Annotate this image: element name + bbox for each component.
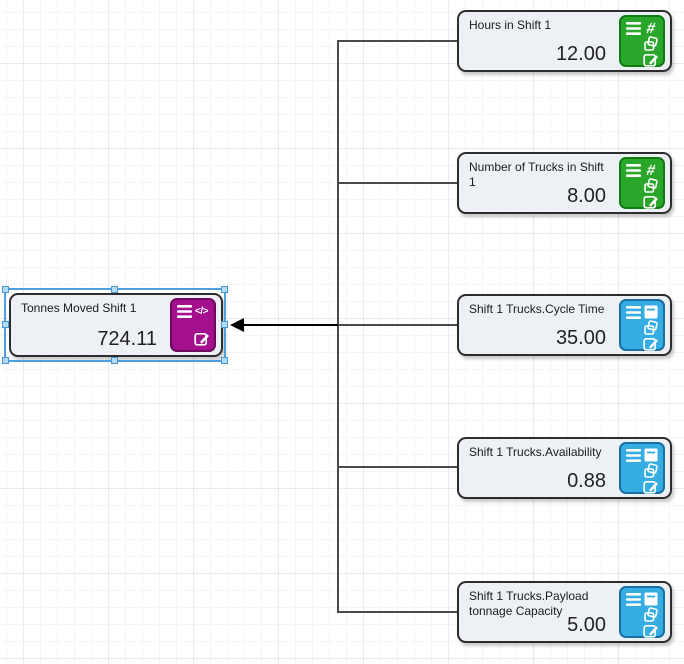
edit-icon[interactable] bbox=[193, 331, 210, 347]
edit-icon[interactable] bbox=[642, 479, 659, 495]
resize-handle[interactable] bbox=[2, 286, 9, 293]
node-shift-1-trucks-cycle-time[interactable]: Shift 1 Trucks.Cycle Time 35.00 bbox=[457, 294, 672, 356]
resize-handle[interactable] bbox=[221, 286, 228, 293]
node-title: Number of Trucks in Shift 1 bbox=[469, 160, 604, 189]
copy-icon[interactable] bbox=[643, 607, 659, 623]
node-number-of-trucks-in-shift-1[interactable]: Number of Trucks in Shift 1 8.00 # bbox=[457, 152, 672, 214]
node-tonnes-moved-shift-1[interactable]: Tonnes Moved Shift 1 724.11 </> bbox=[9, 293, 223, 357]
link-branch-trucks[interactable] bbox=[338, 182, 457, 184]
edit-icon[interactable] bbox=[642, 52, 659, 68]
link-branch-availability[interactable] bbox=[338, 466, 457, 468]
copy-icon[interactable] bbox=[643, 36, 659, 52]
node-actions-panel: # bbox=[619, 15, 665, 67]
edit-icon[interactable] bbox=[642, 336, 659, 352]
number-icon[interactable]: # bbox=[644, 161, 657, 179]
copy-icon[interactable] bbox=[643, 463, 659, 479]
menu-icon[interactable] bbox=[626, 591, 642, 607]
resize-handle[interactable] bbox=[221, 357, 228, 364]
menu-icon[interactable] bbox=[626, 20, 642, 36]
link-branch-payload[interactable] bbox=[338, 611, 457, 613]
menu-icon[interactable] bbox=[177, 303, 193, 319]
node-value: 5.00 bbox=[567, 614, 606, 636]
node-title: Shift 1 Trucks.Availability bbox=[469, 445, 602, 459]
resize-handle[interactable] bbox=[221, 321, 228, 328]
number-icon[interactable]: # bbox=[644, 19, 657, 37]
menu-icon[interactable] bbox=[626, 304, 642, 320]
node-title: Tonnes Moved Shift 1 bbox=[21, 301, 137, 315]
node-shift-1-trucks-payload-tonnage-capacity[interactable]: Shift 1 Trucks.Payload tonnage Capacity … bbox=[457, 581, 672, 643]
node-value: 12.00 bbox=[555, 43, 606, 65]
copy-icon[interactable] bbox=[643, 320, 659, 336]
node-actions-panel: </> bbox=[170, 298, 216, 352]
code-icon[interactable]: </> bbox=[195, 305, 208, 317]
edit-icon[interactable] bbox=[642, 194, 659, 210]
node-actions-panel bbox=[619, 586, 665, 638]
node-title: Hours in Shift 1 bbox=[469, 18, 552, 32]
link-branch-hours[interactable] bbox=[338, 40, 457, 42]
link-branch-cycle-time[interactable] bbox=[338, 324, 457, 326]
node-value: 724.11 bbox=[97, 328, 157, 350]
link-trunk[interactable] bbox=[337, 40, 339, 613]
node-title: Shift 1 Trucks.Payload tonnage Capacity bbox=[469, 589, 589, 618]
node-actions-panel: # bbox=[619, 157, 665, 209]
edit-icon[interactable] bbox=[642, 623, 659, 639]
node-actions-panel bbox=[619, 299, 665, 351]
node-title: Shift 1 Trucks.Cycle Time bbox=[469, 302, 605, 316]
node-actions-panel bbox=[619, 442, 665, 494]
archive-icon[interactable] bbox=[643, 304, 659, 320]
menu-icon[interactable] bbox=[626, 162, 642, 178]
link-arrowhead-icon bbox=[230, 318, 244, 332]
archive-icon[interactable] bbox=[643, 591, 659, 607]
resize-handle[interactable] bbox=[2, 357, 9, 364]
menu-icon[interactable] bbox=[626, 447, 642, 463]
node-value: 35.00 bbox=[555, 327, 606, 349]
node-hours-in-shift-1[interactable]: Hours in Shift 1 12.00 # bbox=[457, 10, 672, 72]
copy-icon[interactable] bbox=[643, 178, 659, 194]
node-shift-1-trucks-availability[interactable]: Shift 1 Trucks.Availability 0.88 bbox=[457, 437, 672, 499]
resize-handle[interactable] bbox=[2, 321, 9, 328]
resize-handle[interactable] bbox=[111, 286, 118, 293]
archive-icon[interactable] bbox=[643, 447, 659, 463]
link-to-main-node[interactable] bbox=[243, 324, 338, 326]
node-value: 8.00 bbox=[567, 185, 606, 207]
node-value: 0.88 bbox=[567, 470, 606, 492]
resize-handle[interactable] bbox=[111, 357, 118, 364]
